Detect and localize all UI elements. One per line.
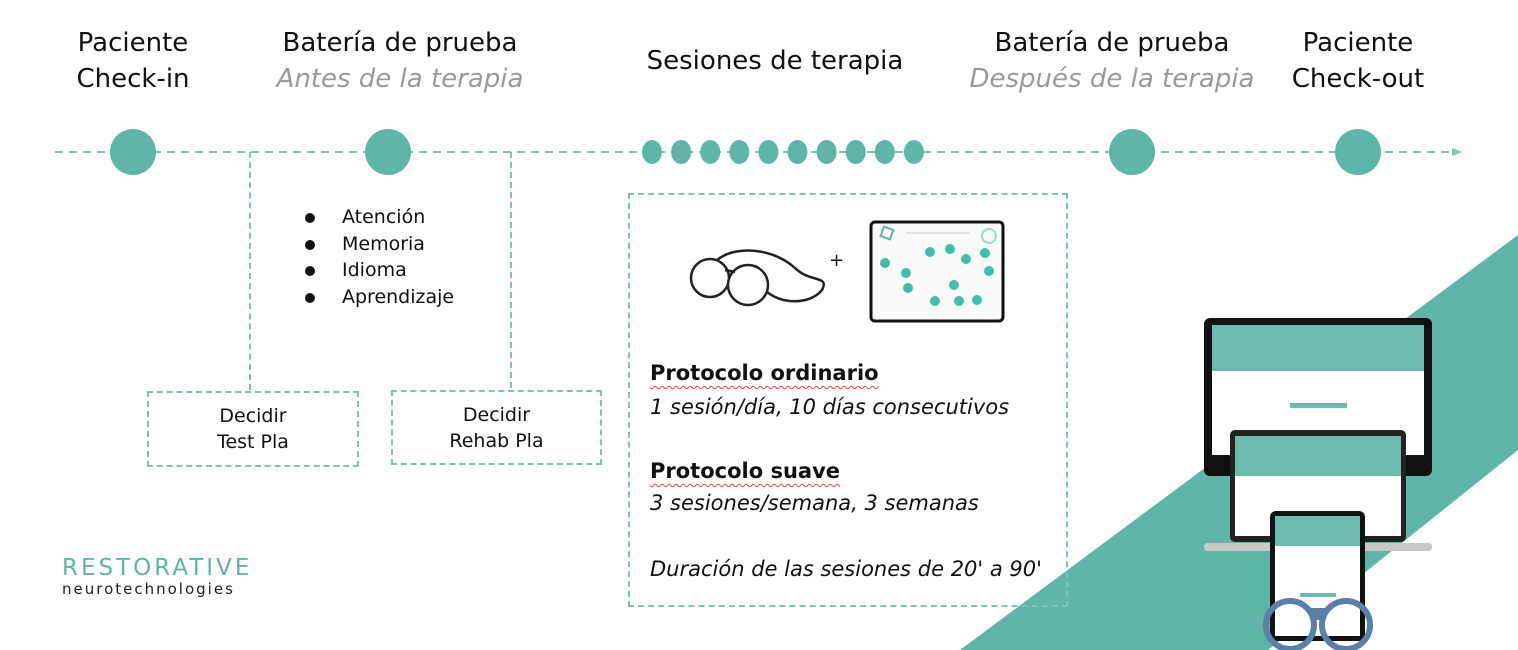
decision-label: Test Pla: [217, 431, 289, 453]
stage-title: Paciente: [1302, 28, 1414, 58]
session-dot: [845, 140, 866, 164]
bullet-icon: [305, 265, 315, 276]
stage-title: Batería de prueba: [994, 28, 1230, 58]
bullet-icon: [305, 239, 315, 250]
stage-subtitle: Check-in: [76, 64, 190, 94]
protocol-soft-title: Protocolo suave: [650, 459, 841, 483]
session-dot: [816, 140, 837, 164]
devices-illustration: [1204, 318, 1432, 650]
stage-title: Paciente: [77, 28, 189, 58]
milestone-battery-after: [1109, 129, 1155, 175]
stage-subtitle: Antes de la terapia: [276, 64, 524, 94]
milestone-checkout: [1335, 129, 1381, 175]
stage-title: Sesiones de terapia: [646, 46, 904, 76]
bullet-icon: [305, 212, 315, 223]
test-item: Idioma: [305, 257, 407, 283]
session-dot: [700, 140, 721, 164]
protocol-ordinary-title: Protocolo ordinario: [650, 361, 879, 385]
milestone-battery-before: [365, 129, 411, 175]
bullet-icon: [305, 292, 315, 303]
test-item: Atención: [305, 204, 425, 230]
tablet-game-icon: [869, 220, 1005, 323]
session-dot: [729, 140, 750, 164]
stage-checkout: Paciente Check-out: [1198, 25, 1518, 97]
session-duration: Duración de las sesiones de 20' a 90': [650, 557, 1042, 581]
timeline-arrow-icon: [1452, 148, 1462, 156]
session-dot: [787, 140, 808, 164]
decision-box-test: Decidir Test Pla: [147, 391, 359, 467]
logo-line1: RESTORATIVE: [62, 555, 253, 581]
connector-line: [249, 152, 251, 390]
plus-sign: +: [829, 250, 845, 271]
milestone-checkin: [110, 129, 156, 175]
test-label: Memoria: [342, 233, 425, 255]
session-dot: [874, 140, 895, 164]
test-label: Idioma: [342, 259, 407, 281]
stage-title: Batería de prueba: [282, 28, 518, 58]
session-dot: [758, 140, 779, 164]
logo-line2: neurotechnologies: [62, 580, 235, 598]
session-dot: [671, 140, 692, 164]
test-label: Atención: [342, 206, 426, 228]
test-item: Memoria: [305, 231, 425, 257]
stage-sessions: Sesiones de terapia: [615, 43, 935, 79]
protocol-soft-desc: 3 sesiones/semana, 3 semanas: [650, 491, 979, 515]
stage-battery-before: Batería de prueba Antes de la terapia: [240, 25, 560, 97]
stage-battery-after: Batería de prueba Después de la terapia: [952, 25, 1272, 97]
test-item: Aprendizaje: [305, 284, 454, 310]
connector-line: [510, 152, 512, 388]
test-label: Aprendizaje: [342, 286, 455, 308]
protocol-ordinary-desc: 1 sesión/día, 10 días consecutivos: [650, 395, 1010, 419]
stage-subtitle: Después de la terapia: [969, 64, 1255, 94]
stage-checkin: Paciente Check-in: [0, 25, 293, 97]
decision-label: Rehab Pla: [449, 429, 544, 452]
company-logo: RESTORATIVE neurotechnologies: [62, 555, 252, 597]
stage-subtitle: Check-out: [1291, 64, 1425, 94]
decision-box-rehab: Decidir Rehab Pla: [391, 390, 602, 465]
decision-label: Decidir: [462, 403, 531, 426]
session-details-box: [628, 193, 1068, 607]
decision-label: Decidir: [219, 405, 287, 427]
session-dot: [903, 140, 924, 164]
vr-goggles-icon: [689, 249, 825, 307]
session-dot: [642, 140, 662, 164]
